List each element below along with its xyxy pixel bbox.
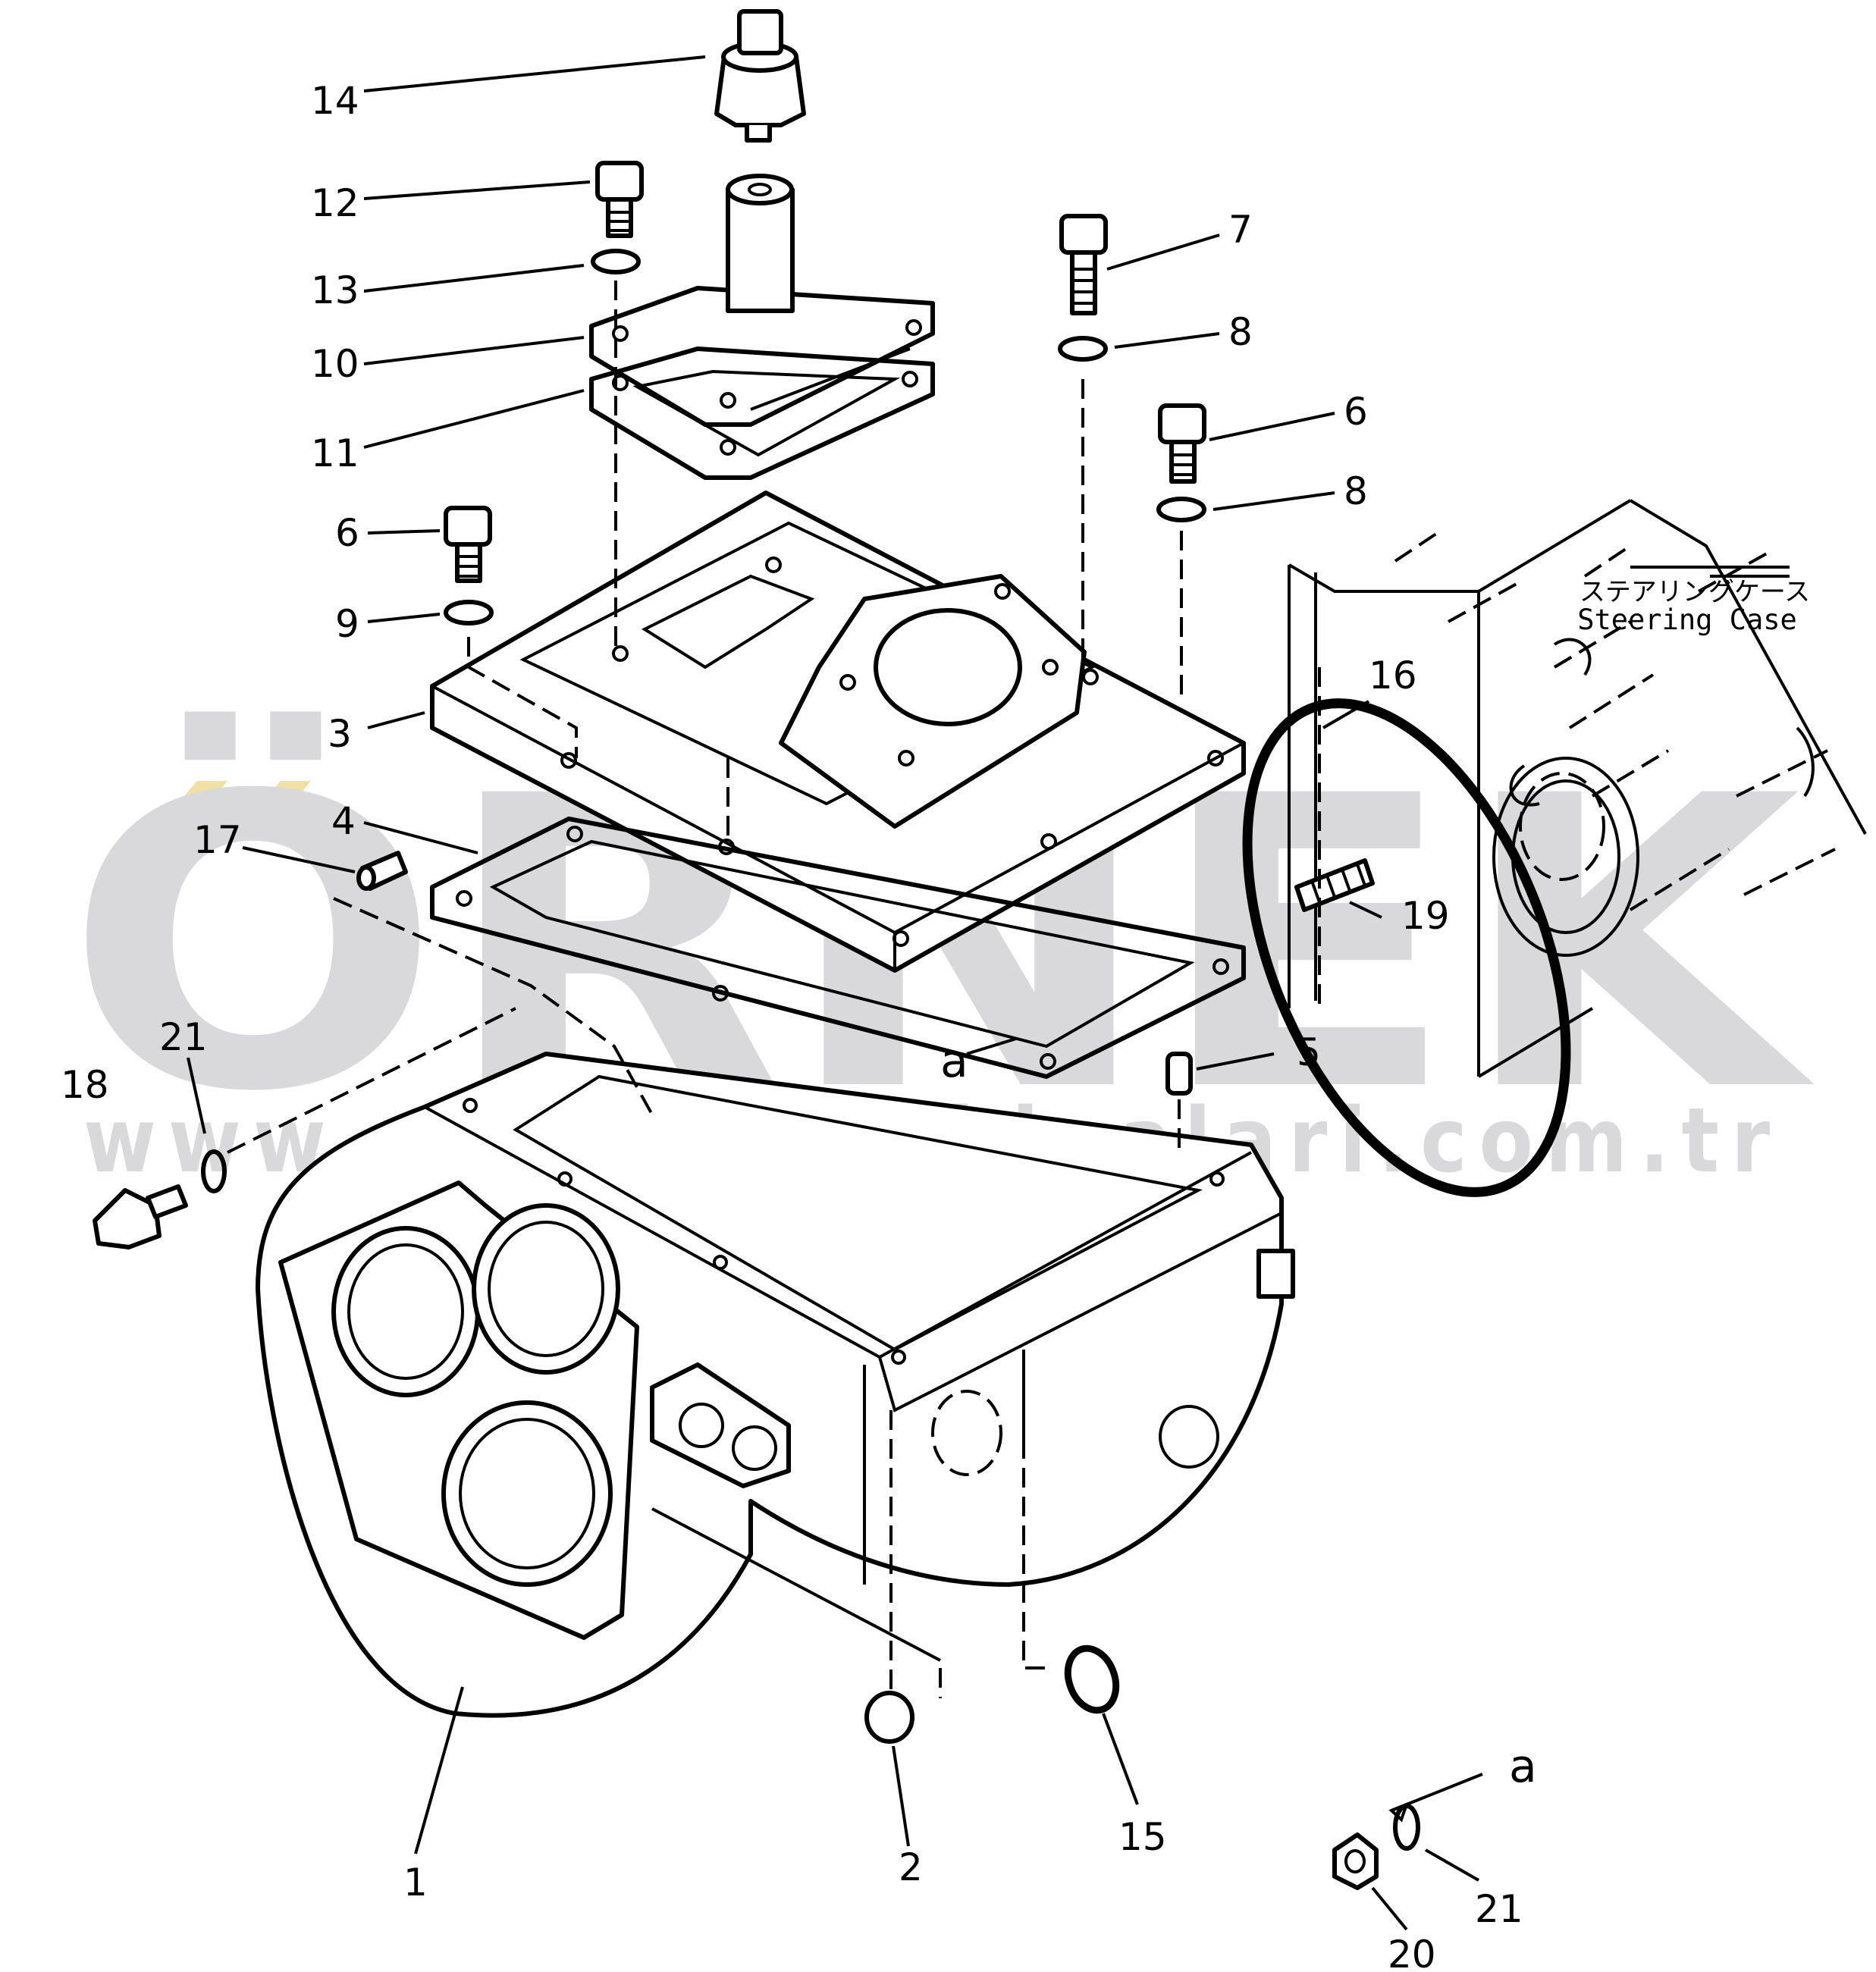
- callout-16: 16: [1369, 654, 1417, 698]
- callout-15: 15: [1118, 1815, 1167, 1859]
- part-4-gasket: [430, 817, 1246, 1079]
- part-14-breather: [714, 9, 806, 143]
- part-2-plug: [864, 1691, 914, 1744]
- callout-6-right: 6: [1344, 390, 1368, 434]
- callout-11: 11: [311, 431, 359, 475]
- callout-7: 7: [1228, 208, 1253, 252]
- callout-8-lower: 8: [1344, 469, 1368, 513]
- part-21-washer-left: [201, 1149, 227, 1193]
- part-10-cover: [589, 174, 935, 427]
- callout-labels: 14 12 13 10 11 7 8 6 8 6 9 3 16 4 17 19 …: [61, 79, 1537, 1972]
- part-20-nut: [1332, 1832, 1379, 1890]
- part-21-washer-right: [1393, 1804, 1420, 1851]
- callout-19: 19: [1401, 894, 1450, 938]
- detail-marker-a-lower: a: [1509, 1740, 1537, 1793]
- part-13-lock-washer: [591, 249, 641, 274]
- part-1-transmission-case: [256, 1052, 1295, 1718]
- callout-8-upper: 8: [1228, 310, 1253, 354]
- watermark-accent-left: [163, 781, 227, 820]
- part-5-dowel-pin: [1165, 1052, 1193, 1096]
- callout-9: 9: [335, 602, 359, 646]
- steering-case: ステアリングケース Steering Case: [1288, 499, 1867, 1078]
- callout-5: 5: [1297, 1030, 1321, 1074]
- case-bore-2: [472, 1203, 620, 1375]
- callout-6-left: 6: [335, 511, 359, 555]
- callout-10: 10: [311, 342, 359, 386]
- part-18-bolt: [93, 1184, 188, 1249]
- part-3-port: [874, 608, 1022, 726]
- part-9-washer: [444, 600, 494, 625]
- part-6-bolt-right: [1158, 403, 1206, 484]
- leader-lines: [187, 55, 1483, 1931]
- callout-13: 13: [311, 268, 359, 312]
- callout-21-left: 21: [159, 1015, 208, 1059]
- callout-2: 2: [899, 1845, 923, 1889]
- steering-case-note-jp: ステアリングケース: [1580, 577, 1810, 607]
- steering-case-note-en: Steering Case: [1577, 604, 1797, 636]
- callout-20: 20: [1388, 1933, 1436, 1972]
- part-8-washer-upper: [1058, 336, 1108, 362]
- case-bore-3: [441, 1400, 613, 1587]
- part-16-o-ring: [1242, 698, 1571, 1197]
- part-7-bolt: [1059, 214, 1108, 315]
- callout-12: 12: [311, 181, 359, 225]
- case-bore-1: [331, 1226, 480, 1397]
- callout-3: 3: [328, 712, 352, 756]
- part-3-top-cover: [430, 491, 1246, 973]
- callout-1: 1: [403, 1861, 428, 1905]
- detail-marker-a-upper: a: [940, 1035, 968, 1088]
- part-19-stud: [1294, 858, 1375, 912]
- callout-17: 17: [193, 818, 242, 862]
- watermark-accent-right: [246, 781, 311, 820]
- part-6-bolt-left: [444, 506, 492, 583]
- part-17-dowel-pin: [356, 851, 408, 891]
- callout-4: 4: [331, 799, 356, 843]
- part-11-gasket: [589, 346, 935, 480]
- part-12-bolt: [595, 161, 644, 238]
- steering-case-bore: [1492, 757, 1639, 957]
- part-15-o-ring-small: [1064, 1644, 1120, 1714]
- assembly-lines: [227, 281, 1321, 1698]
- callout-21-right: 21: [1475, 1887, 1523, 1931]
- callout-18: 18: [61, 1063, 109, 1107]
- callout-14: 14: [311, 79, 359, 123]
- part-8-washer-lower: [1156, 497, 1206, 522]
